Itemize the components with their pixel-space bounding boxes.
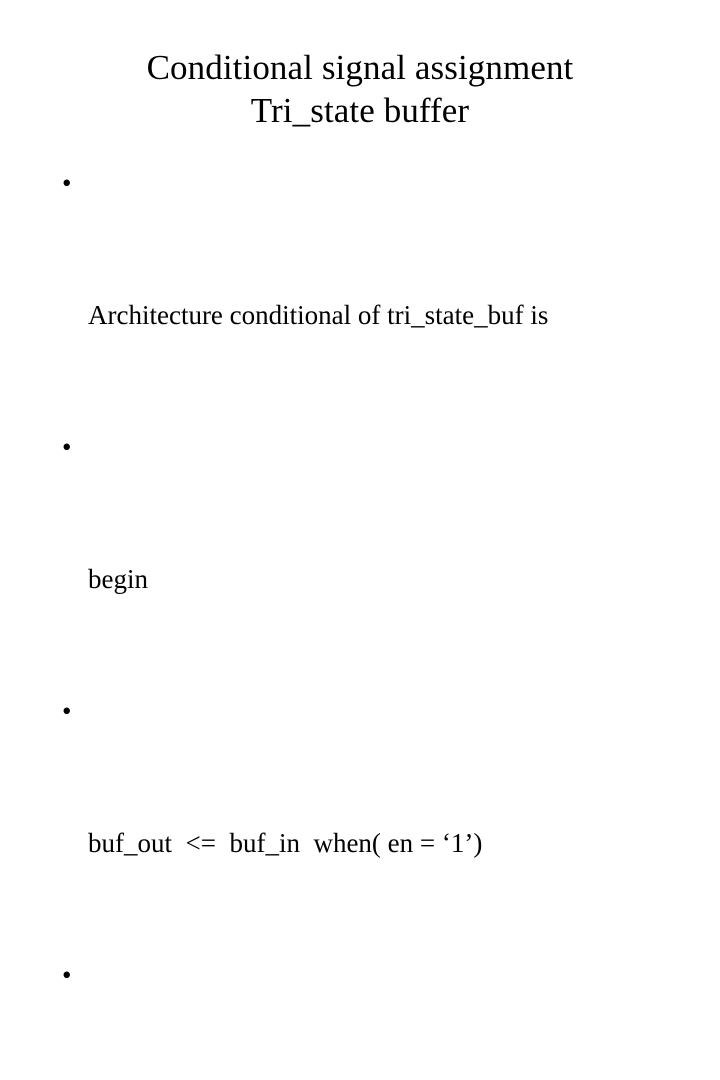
list-item-text: buf_out <= buf_in when( en = ‘1’)	[88, 828, 483, 858]
slide-title: Conditional signal assignment Tri_state …	[0, 46, 720, 132]
slide-canvas: Conditional signal assignment Tri_state …	[0, 46, 720, 990]
list-item-text: begin	[88, 564, 148, 594]
title-line-2: Tri_state buffer	[250, 91, 470, 130]
bullet-point-icon: •	[62, 960, 72, 990]
list-item: • else ‘Z’;	[56, 953, 666, 1080]
bullet-point-icon: •	[62, 168, 72, 198]
title-line-1: Conditional signal assignment	[146, 48, 574, 87]
list-item: • buf_out <= buf_in when( en = ‘1’)	[56, 689, 666, 953]
list-item: • Architecture conditional of tri_state_…	[56, 161, 666, 425]
list-item-text: Architecture conditional of tri_state_bu…	[88, 300, 549, 330]
bullet-list: • Architecture conditional of tri_state_…	[56, 161, 666, 1080]
bullet-point-icon: •	[62, 432, 72, 462]
bullet-point-icon: •	[62, 696, 72, 726]
list-item: • begin	[56, 425, 666, 689]
